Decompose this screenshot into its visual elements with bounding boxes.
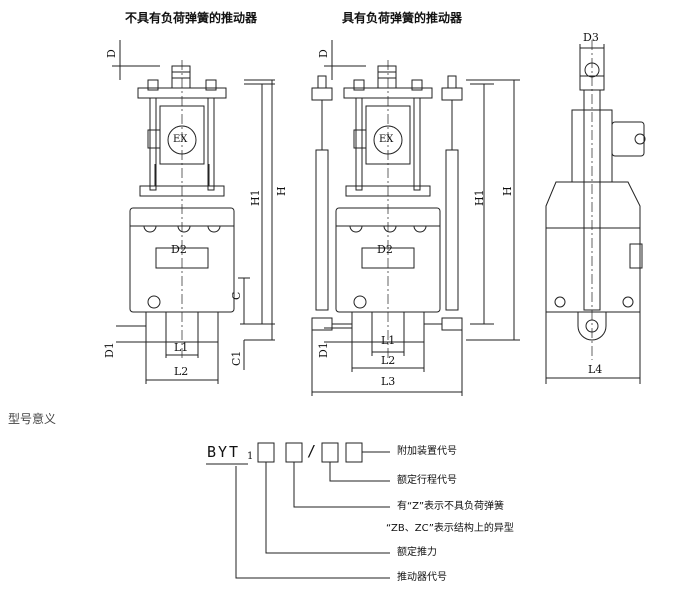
dim-h1-middle: H1 [473,189,486,206]
model-code-sub: 1 [247,451,254,462]
dim-c-left: C [230,291,243,300]
dim-l1-middle: L1 [381,334,396,347]
dim-d-middle: D [317,49,330,58]
ex-mark-left: EX [173,134,188,145]
model-code-diagram [206,442,390,579]
dim-l3-middle: L3 [381,375,396,388]
dim-d1-middle: D1 [317,342,330,358]
section-title: 型号意义 [8,412,57,426]
middle-view-title: 具有负荷弹簧的推动器 [342,11,463,25]
dim-h-middle: H [501,186,514,196]
dim-h-left: H [275,186,288,196]
legend-variant: “ZB、ZC”表示结构上的异型 [386,523,514,534]
dim-c1-left: C1 [230,350,243,366]
model-code-prefix: BYT [207,443,241,461]
legend-spring: 有“Z”表示不具负荷弹簧 [397,501,505,512]
legend-attach: 附加装置代号 [397,446,457,457]
dim-d1-left: D1 [103,342,116,358]
dim-d3-side: D3 [583,31,599,44]
model-code-slash: / [307,442,317,460]
left-thruster-view [112,40,275,384]
dim-d2-middle: D2 [377,243,393,256]
dim-d2-left: D2 [171,243,187,256]
dim-l1-left: L1 [174,341,189,354]
legend-thrust: 额定推力 [397,547,437,558]
dim-l2-left: L2 [174,365,189,378]
dim-l4-side: L4 [588,363,603,376]
dim-l2-middle: L2 [381,354,396,367]
dim-d-left: D [105,49,118,58]
middle-thruster-view [311,40,520,396]
ex-mark-middle: EX [379,134,394,145]
dim-h1-left: H1 [249,189,262,206]
side-thruster-view [545,40,646,384]
left-view-title: 不具有负荷弹簧的推动器 [125,11,258,25]
legend-stroke: 额定行程代号 [397,475,457,486]
legend-thruster: 推动器代号 [397,572,447,583]
